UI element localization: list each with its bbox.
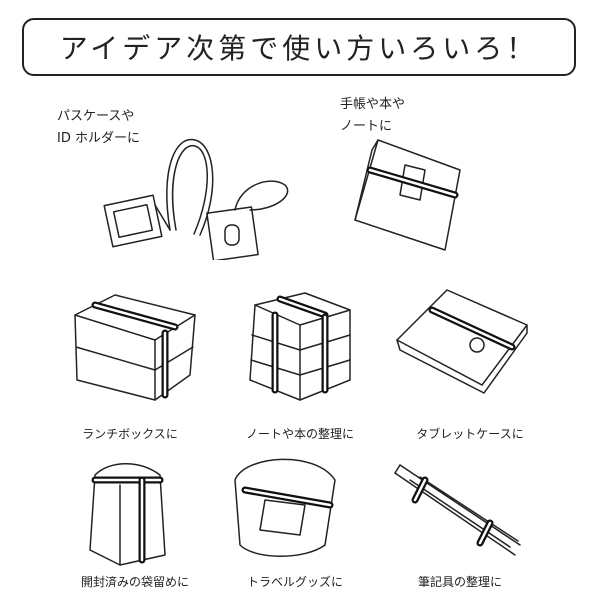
label-line: ID ホルダーに	[57, 131, 140, 146]
label-line: パスケースや	[57, 109, 135, 124]
caption-travel-goods: トラベルグッズに	[246, 575, 343, 589]
tablet-case-illustration	[396, 289, 528, 394]
notebook-illustration	[354, 139, 461, 251]
title-banner: アイデア次第で使い方いろいろ！	[22, 18, 576, 76]
label-line: ノートに	[340, 119, 393, 134]
label-pass-case: パスケースや ID ホルダーに	[57, 106, 140, 150]
caption-lunch-box: ランチボックスに	[82, 427, 178, 441]
label-notebook: 手帳や本や ノートに	[340, 94, 405, 138]
lunch-box-illustration	[74, 294, 196, 401]
label-line: 手帳や本や	[340, 97, 406, 112]
caption-tablet-case: タブレットケースに	[416, 427, 524, 441]
caption-stationery: 筆記具の整理に	[417, 575, 502, 589]
caption-note-book-org: ノートや本の整理に	[245, 427, 354, 441]
caption-bag-clip: 開封済みの袋留めに	[80, 575, 189, 589]
travel-goods-illustration	[234, 458, 336, 557]
pass-case-illustration	[103, 138, 289, 260]
note-book-org-illustration	[249, 292, 351, 401]
page-title: アイデア次第で使い方いろいろ！	[59, 32, 539, 65]
stationery-illustration	[394, 464, 521, 556]
bag-clip-illustration	[89, 463, 166, 566]
